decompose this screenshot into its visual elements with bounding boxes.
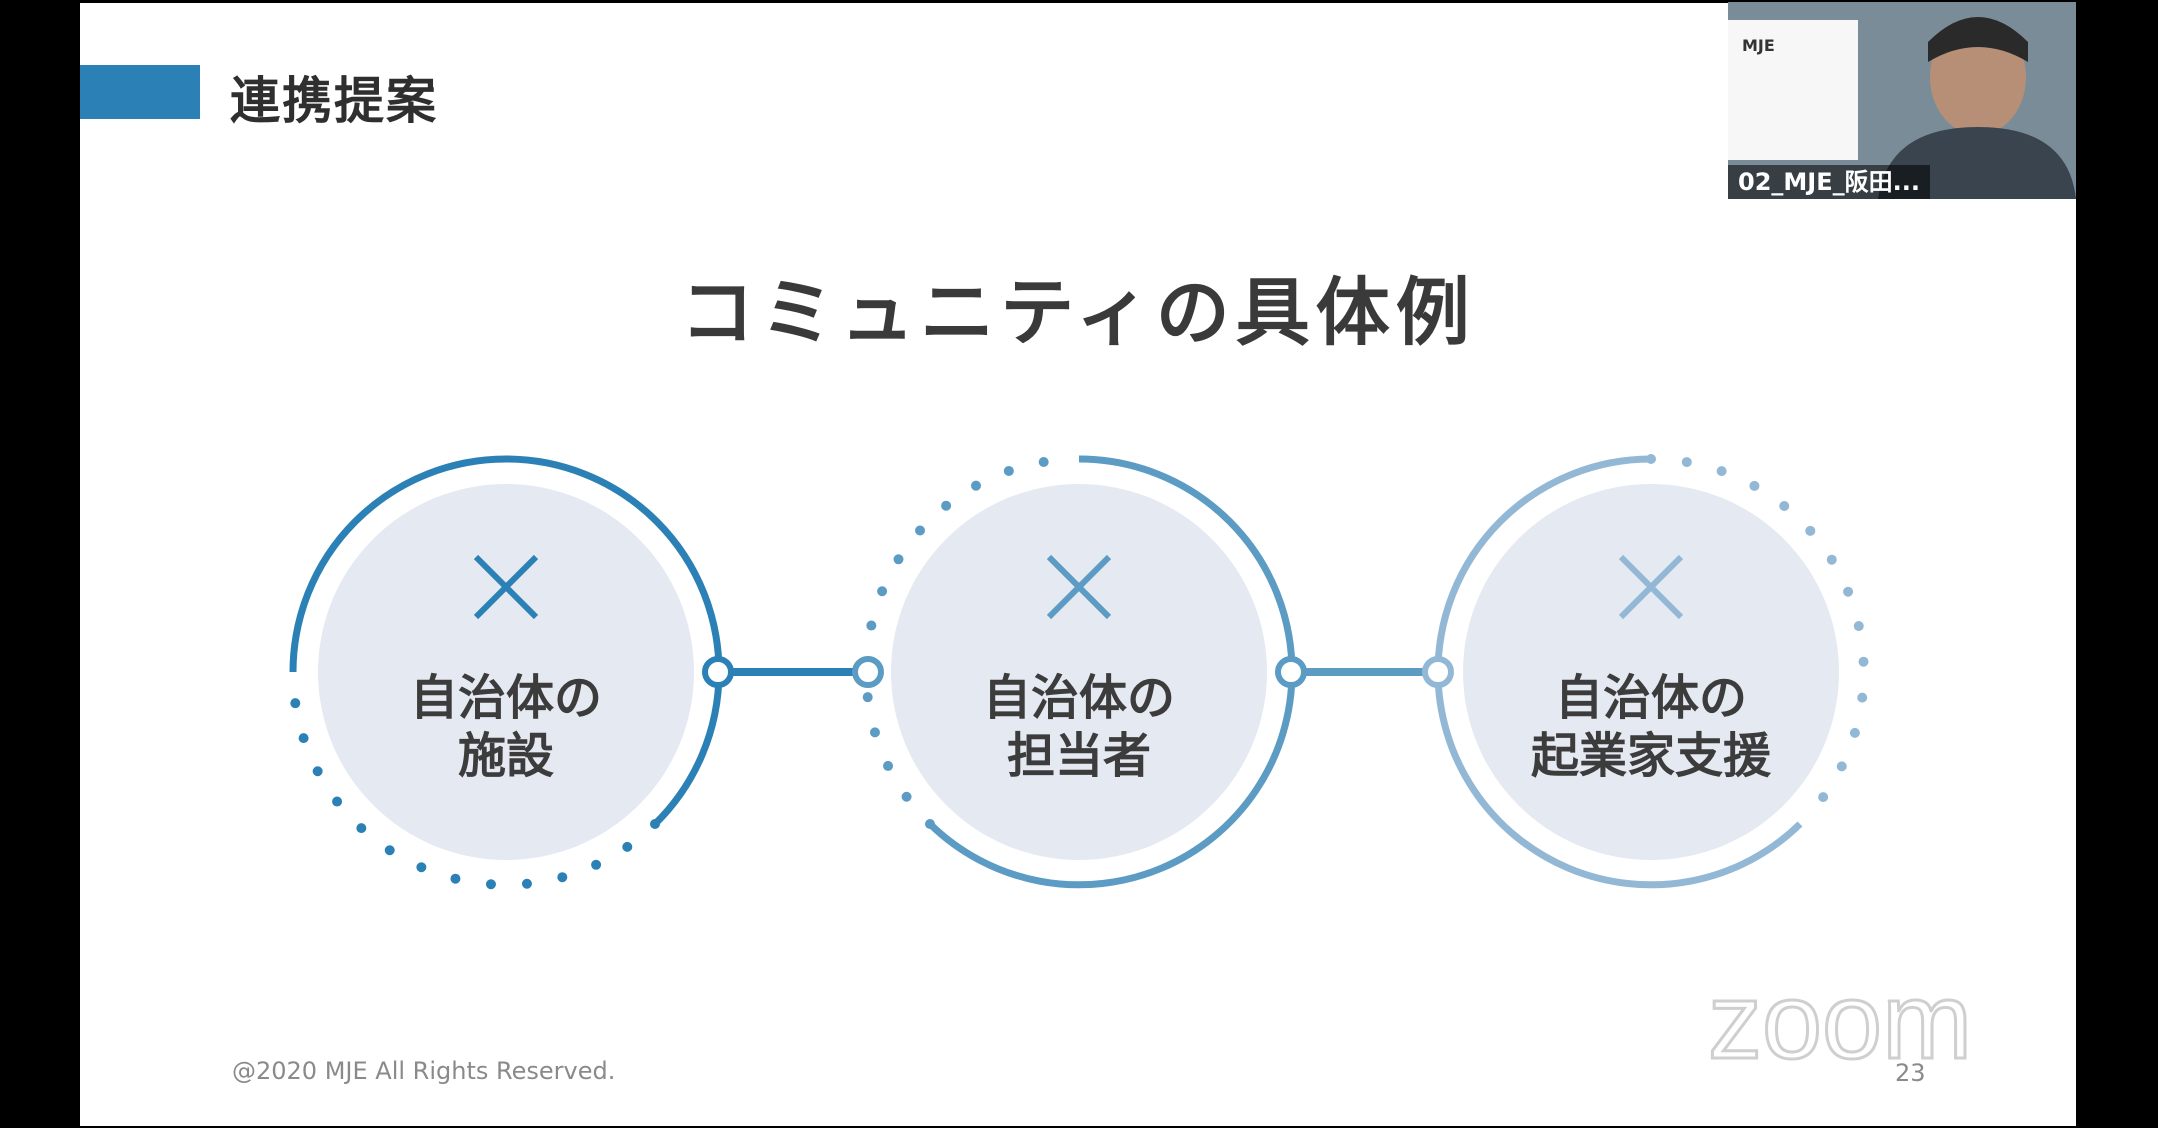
connector-node bbox=[852, 656, 884, 688]
node-label-staff: 自治体の担当者 bbox=[982, 670, 1175, 784]
participant-name: 02_MJE_阪田... bbox=[1728, 165, 1930, 199]
zoom-logo: zoom bbox=[1706, 968, 1973, 1078]
x-icon bbox=[473, 554, 539, 620]
node-staff bbox=[852, 454, 1307, 889]
connector-node bbox=[1275, 656, 1307, 688]
connector-node bbox=[1422, 656, 1454, 688]
webcam-video[interactable]: MJE 02_MJE_阪田... bbox=[1728, 2, 2076, 199]
copyright-text: @2020 MJE All Rights Reserved. bbox=[232, 1057, 616, 1085]
business-card: MJE bbox=[1728, 20, 1858, 160]
slide-title: コミュニティの具体例 bbox=[680, 270, 1476, 356]
header-accent-bar bbox=[80, 65, 200, 119]
connector-node bbox=[702, 656, 734, 688]
x-icon bbox=[1618, 554, 1684, 620]
x-icon bbox=[1046, 554, 1112, 620]
page-number: 23 bbox=[1895, 1059, 1926, 1087]
card-brand: MJE bbox=[1742, 36, 1775, 55]
node-facility bbox=[80, 459, 734, 885]
community-diagram bbox=[80, 454, 1869, 1126]
section-title: 連携提案 bbox=[230, 72, 438, 130]
node-label-facility: 自治体の施設 bbox=[409, 670, 602, 784]
node-entrepreneur-support bbox=[1422, 454, 1869, 889]
svg-text:zoom: zoom bbox=[1708, 968, 1972, 1078]
node-label-entrepreneur: 自治体の起業家支援 bbox=[1530, 670, 1771, 784]
